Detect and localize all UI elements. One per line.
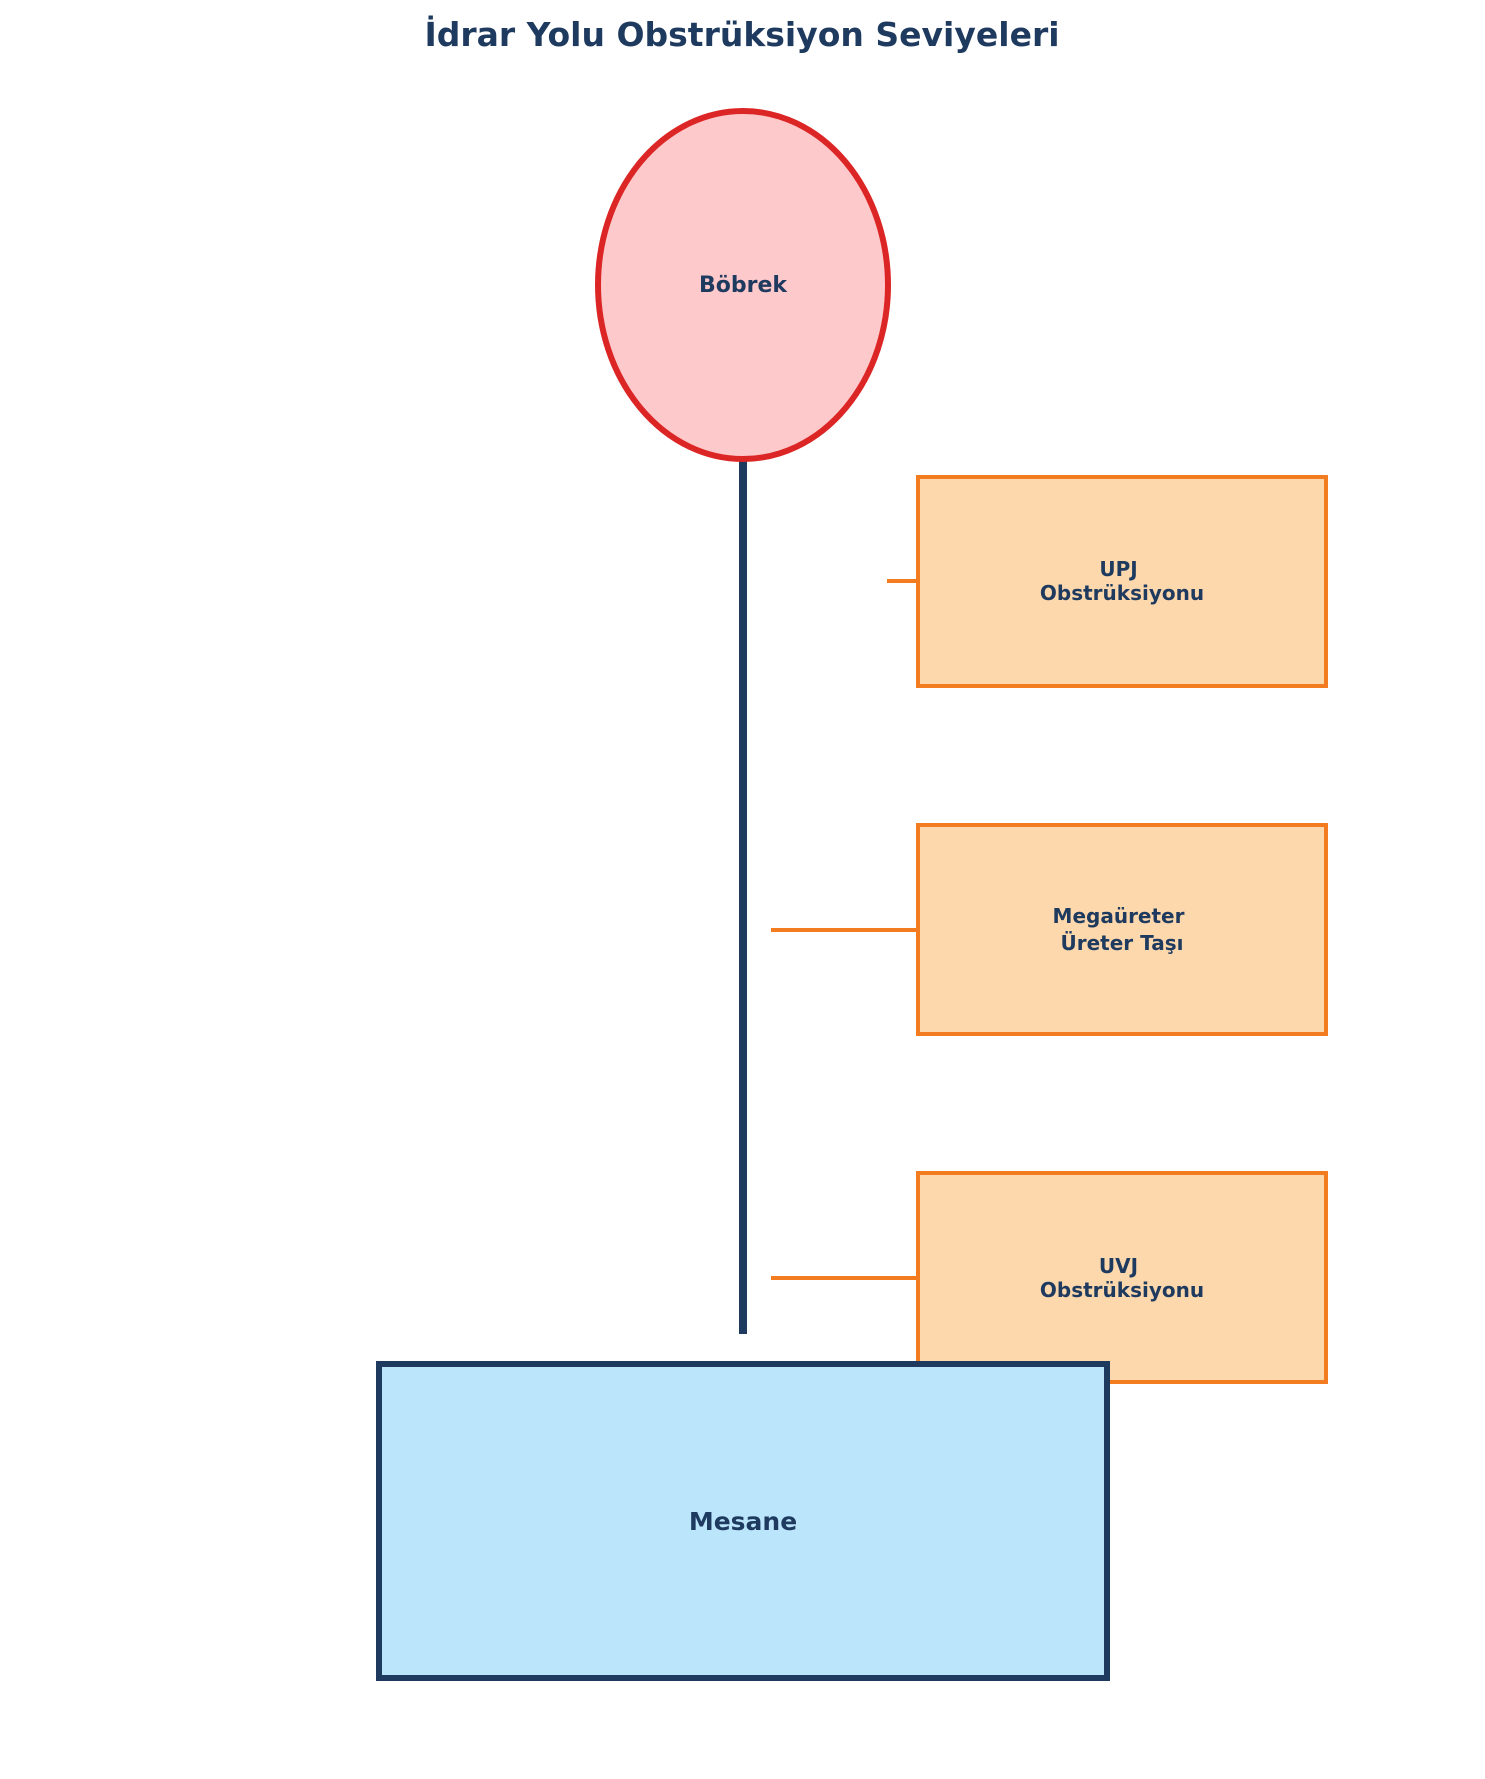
upj-box xyxy=(916,475,1328,688)
obstruction-box-uvj: UVJ Obstrüksiyonu xyxy=(916,1171,1328,1384)
upj-label-line2: Obstrüksiyonu xyxy=(1040,581,1204,605)
kidney-node: Böbrek xyxy=(595,108,891,462)
bladder-label: Mesane xyxy=(689,1507,797,1536)
diagram-title: İdrar Yolu Obstrüksiyon Seviyeleri xyxy=(424,14,1059,54)
megaureter-box xyxy=(916,823,1328,1036)
megaureter-label-line2: Üreter Taşı xyxy=(1061,931,1184,955)
kidney-shape xyxy=(595,108,891,462)
uvj-box xyxy=(916,1171,1328,1384)
kidney-label: Böbrek xyxy=(699,273,788,298)
upj-label: UPJ Obstrüksiyonu xyxy=(1040,557,1204,605)
upj-label-line1: UPJ xyxy=(1099,557,1137,581)
obstruction-box-megaureter: Megaüreter Üreter Taşı xyxy=(916,823,1328,1036)
uvj-label-line2: Obstrüksiyonu xyxy=(1040,1278,1204,1302)
megaureter-label: Megaüreter Üreter Taşı xyxy=(1053,904,1192,955)
uvj-label: UVJ Obstrüksiyonu xyxy=(1040,1254,1204,1302)
bladder-node: Mesane xyxy=(376,1361,1110,1681)
megaureter-label-line1: Megaüreter xyxy=(1053,904,1185,928)
obstruction-box-upj: UPJ Obstrüksiyonu xyxy=(916,475,1328,688)
uvj-label-line1: UVJ xyxy=(1099,1254,1138,1278)
bladder-shape xyxy=(376,1361,1110,1681)
